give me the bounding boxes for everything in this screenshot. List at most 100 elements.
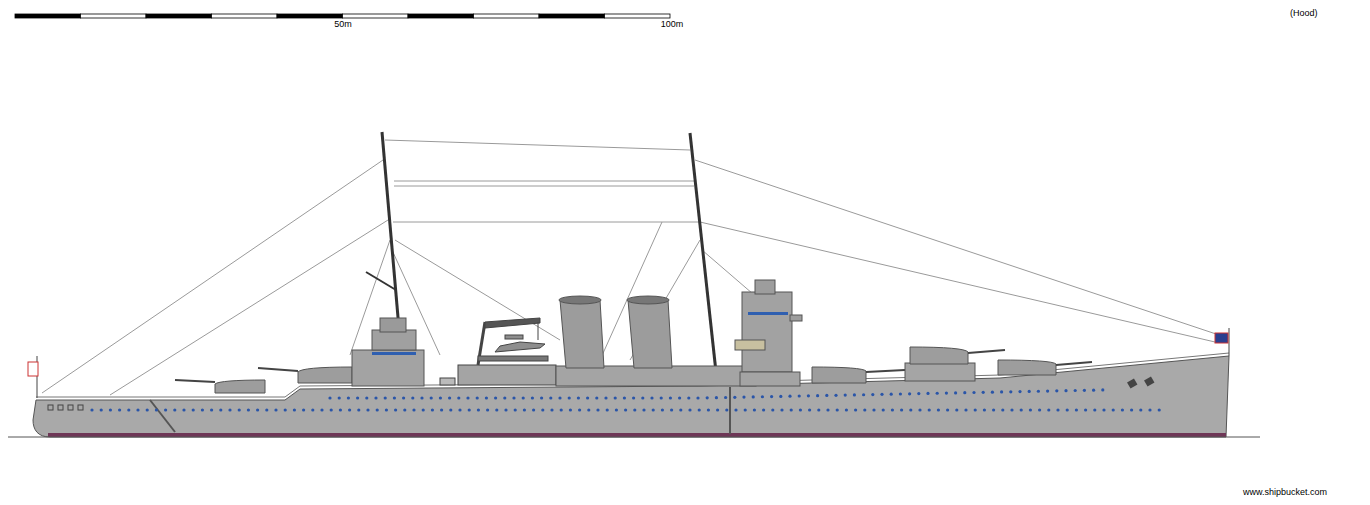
flags: [28, 328, 1229, 398]
porthole: [578, 408, 581, 411]
porthole: [531, 396, 534, 399]
porthole: [412, 408, 415, 411]
porthole: [771, 408, 774, 411]
porthole: [173, 408, 176, 411]
porthole: [402, 396, 405, 399]
porthole: [1047, 408, 1050, 411]
porthole: [284, 408, 287, 411]
porthole: [503, 396, 506, 399]
porthole: [430, 396, 433, 399]
porthole: [890, 393, 893, 396]
deckhouse: [352, 350, 424, 386]
turret: [298, 367, 352, 383]
porthole: [1074, 389, 1077, 392]
porthole: [972, 391, 975, 394]
porthole: [494, 396, 497, 399]
porthole: [348, 408, 351, 411]
catapult-area: [440, 318, 556, 385]
porthole: [982, 391, 985, 394]
porthole: [853, 393, 856, 396]
porthole: [523, 408, 526, 411]
porthole: [816, 394, 819, 397]
porthole: [238, 408, 241, 411]
porthole: [422, 408, 425, 411]
porthole: [1020, 408, 1023, 411]
porthole: [744, 408, 747, 411]
porthole: [155, 408, 158, 411]
porthole: [945, 391, 948, 394]
anchor: [1127, 378, 1137, 388]
director-tower: [755, 280, 775, 294]
porthole: [374, 396, 377, 399]
porthole: [780, 408, 783, 411]
porthole: [1075, 408, 1078, 411]
porthole: [974, 408, 977, 411]
window: [48, 405, 53, 410]
deckhouse: [740, 372, 800, 386]
porthole: [707, 408, 710, 411]
rigging-line: [393, 222, 700, 223]
porthole: [908, 392, 911, 395]
porthole: [1038, 408, 1041, 411]
porthole: [256, 408, 259, 411]
porthole: [669, 396, 672, 399]
crane-hook: [538, 322, 539, 340]
funnel-cap: [559, 296, 601, 304]
window-band: [372, 352, 416, 355]
boat: [440, 378, 455, 385]
porthole: [1046, 389, 1049, 392]
porthole: [725, 408, 728, 411]
porthole: [614, 396, 617, 399]
gun-barrel: [968, 350, 1005, 353]
scale-segment: [81, 14, 147, 18]
porthole: [882, 408, 885, 411]
window: [58, 405, 63, 410]
porthole: [798, 394, 801, 397]
porthole: [394, 408, 397, 411]
porthole: [127, 408, 130, 411]
turret: [812, 367, 866, 383]
funnel-cap: [627, 296, 669, 304]
porthole: [926, 392, 929, 395]
porthole: [963, 391, 966, 394]
porthole: [420, 396, 423, 399]
porthole: [522, 396, 525, 399]
rigging-line: [394, 186, 694, 187]
porthole: [752, 395, 755, 398]
porthole: [918, 408, 921, 411]
porthole: [624, 408, 627, 411]
porthole: [1000, 390, 1003, 393]
porthole: [1055, 389, 1058, 392]
porthole: [936, 392, 939, 395]
rigging-line: [395, 240, 560, 340]
scale-segment: [277, 14, 343, 18]
porthole: [946, 408, 949, 411]
scale-bar: [15, 14, 670, 18]
porthole: [706, 396, 709, 399]
anchor: [1144, 376, 1154, 386]
porthole: [826, 408, 829, 411]
porthole: [1148, 408, 1151, 411]
porthole: [937, 408, 940, 411]
ladder: [150, 400, 175, 432]
porthole: [660, 396, 663, 399]
porthole: [734, 408, 737, 411]
porthole: [330, 408, 333, 411]
porthole: [696, 396, 699, 399]
porthole: [504, 408, 507, 411]
porthole: [808, 408, 811, 411]
porthole: [1092, 389, 1095, 392]
porthole: [733, 396, 736, 399]
jackstaff: [1229, 328, 1230, 356]
hull-detail: [729, 387, 731, 434]
porthole: [698, 408, 701, 411]
porthole: [532, 408, 535, 411]
porthole: [568, 396, 571, 399]
aircraft-wing: [505, 335, 523, 339]
porthole: [485, 396, 488, 399]
porthole: [928, 408, 931, 411]
porthole: [770, 395, 773, 398]
porthole: [385, 408, 388, 411]
porthole: [688, 408, 691, 411]
porthole: [604, 396, 607, 399]
